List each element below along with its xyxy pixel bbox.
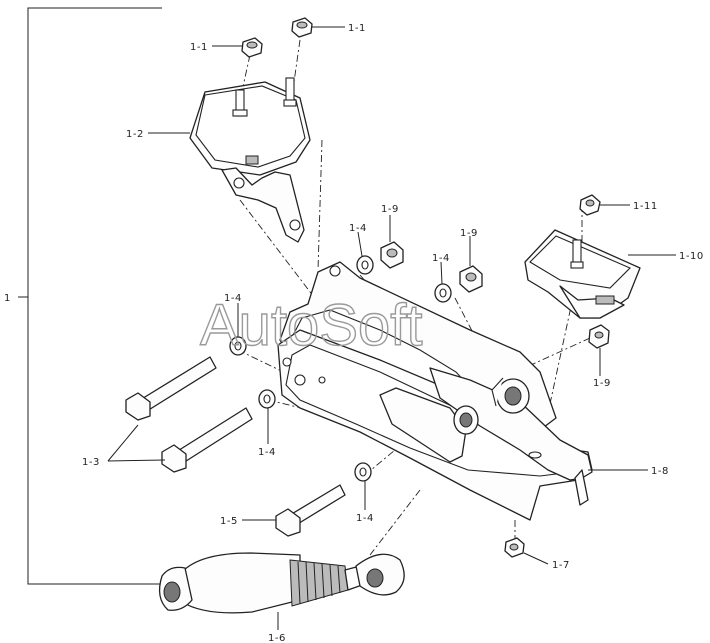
nut-1-7 (504, 537, 525, 558)
bolt-1-3-upper (125, 356, 217, 421)
label-1-4-d: 1-4 (258, 447, 276, 458)
watermark-text: AutoSoft (200, 293, 422, 358)
cross-member-1-8 (277, 261, 593, 521)
shock-absorber-1-6 (158, 552, 405, 614)
label-1-4-b: 1-4 (432, 253, 450, 264)
nut-1-11 (579, 194, 601, 216)
label-1-9-c: 1-9 (593, 378, 611, 389)
bolt-1-5 (275, 484, 346, 537)
label-1-8: 1-8 (651, 466, 669, 477)
label-1-11: 1-11 (633, 201, 658, 212)
leader-lines (107, 26, 676, 630)
label-1-9-a: 1-9 (381, 204, 399, 215)
label-assembly: 1 (4, 293, 11, 304)
label-1-5: 1-5 (220, 516, 238, 527)
washer-1-4-b (434, 283, 452, 303)
nut-1-9-a (380, 241, 404, 269)
mount-1-10 (524, 229, 641, 319)
bolt-1-3-lower (161, 407, 253, 473)
nut-1-9-b (459, 265, 483, 293)
label-1-10: 1-10 (679, 251, 704, 262)
label-1-3: 1-3 (82, 457, 100, 468)
nut-1-9-c (588, 324, 610, 349)
washer-1-4-a (356, 255, 374, 275)
label-1-6: 1-6 (268, 633, 286, 643)
label-1-1-right: 1-1 (348, 23, 366, 34)
engine-mount-1-2 (189, 77, 311, 243)
label-1-9-b: 1-9 (460, 228, 478, 239)
assembly-bracket (18, 7, 162, 585)
label-1-4-e: 1-4 (356, 513, 374, 524)
label-1-2: 1-2 (126, 129, 144, 140)
label-1-4-c: 1-4 (224, 293, 242, 304)
callout-labels: 1 1-1 1-1 1-2 1-3 1-4 1-4 1-4 1-4 1-4 1-… (4, 23, 704, 643)
washer-1-4-d (258, 389, 276, 409)
nut-1-1-left (241, 37, 263, 58)
label-1-4-a: 1-4 (349, 223, 367, 234)
nut-1-1-right (291, 17, 313, 38)
label-1-7: 1-7 (552, 560, 570, 571)
washer-1-4-e (354, 462, 372, 482)
label-1-1-left: 1-1 (190, 42, 208, 53)
